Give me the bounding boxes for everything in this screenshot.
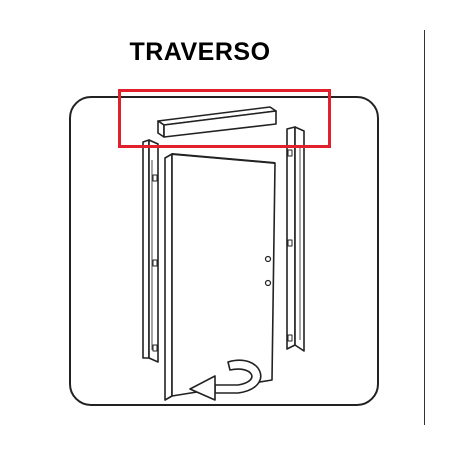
page-title: TRAVERSO xyxy=(129,38,271,66)
rotation-arrow-icon xyxy=(189,359,262,401)
traverso-beam-icon xyxy=(157,106,277,138)
divider-line xyxy=(424,30,425,425)
traverso-highlight-box xyxy=(118,89,331,148)
right-jamb-icon xyxy=(286,126,305,352)
door-leaf-icon xyxy=(164,153,276,401)
left-jamb-icon xyxy=(142,139,159,363)
